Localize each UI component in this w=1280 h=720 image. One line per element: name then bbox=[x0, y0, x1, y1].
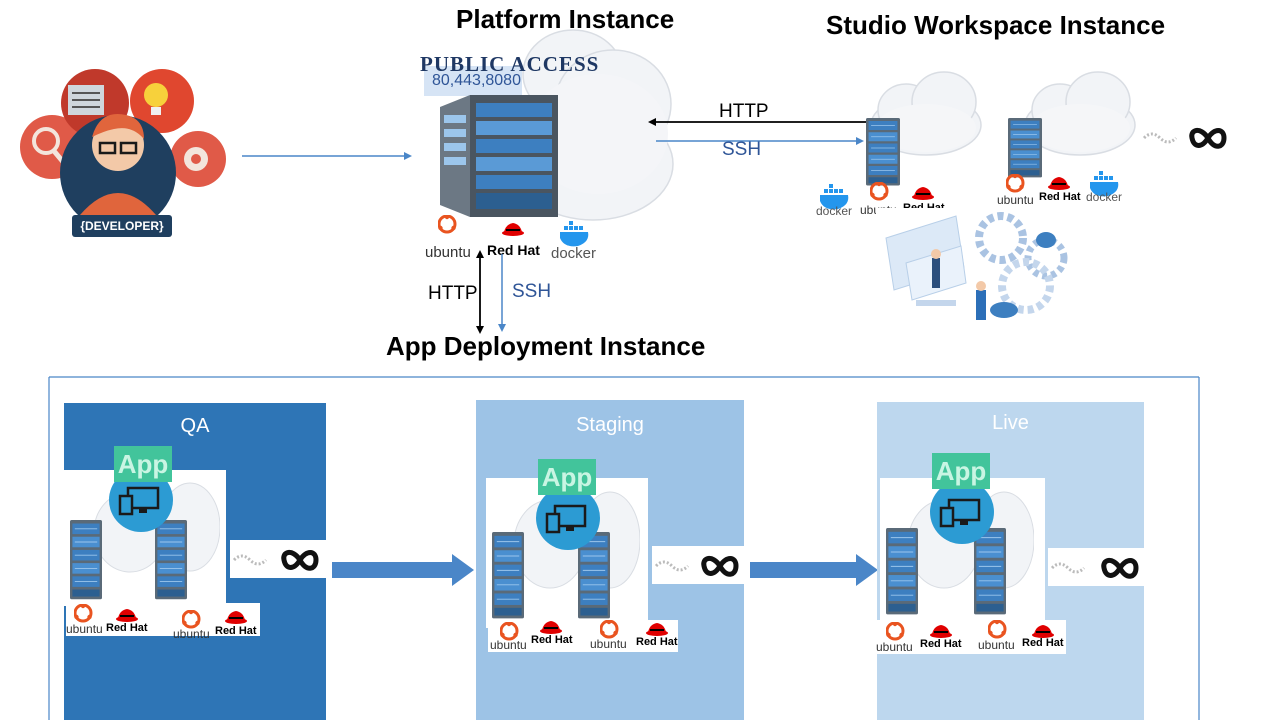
public-access-label: PUBLIC ACCESS bbox=[420, 52, 600, 76]
deployment-connection-arrows bbox=[476, 250, 506, 334]
redhat-logo-icon bbox=[502, 223, 524, 236]
ubuntu-label: ubuntu bbox=[425, 244, 471, 261]
live-devices-icon bbox=[939, 498, 981, 528]
platform-server-icon bbox=[440, 95, 558, 217]
developer-to-platform-arrow bbox=[242, 152, 412, 160]
studio-workspace-title: Studio Workspace Instance bbox=[826, 10, 1166, 40]
qa-app-label: App bbox=[114, 446, 172, 482]
developer-badge: {DEVELOPER} bbox=[72, 215, 172, 237]
live-ubuntu-label-1: ubuntu bbox=[876, 640, 913, 654]
studio-ubuntu-logo-2 bbox=[1006, 174, 1026, 193]
staging-redhat-label-1: Red Hat bbox=[531, 634, 573, 646]
staging-ubuntu-label-2: ubuntu bbox=[590, 637, 627, 651]
studio-redhat-label-2: Red Hat bbox=[1039, 191, 1081, 203]
live-ubuntu-logo-1 bbox=[886, 622, 906, 641]
qa-server-icon-1 bbox=[70, 520, 103, 600]
live-ubuntu-logo-2 bbox=[988, 620, 1008, 639]
qa-devices-icon bbox=[118, 486, 160, 516]
studio-redhat-logo-2 bbox=[1048, 177, 1070, 190]
live-redhat-label-1: Red Hat bbox=[920, 638, 962, 650]
staging-ubuntu-label-1: ubuntu bbox=[490, 638, 527, 652]
ubuntu-logo-icon bbox=[438, 215, 458, 234]
qa-title: QA bbox=[180, 415, 210, 437]
staging-server-icon-1 bbox=[492, 532, 525, 619]
live-infinity-icon bbox=[1050, 551, 1144, 585]
app-deployment-title: App Deployment Instance bbox=[386, 331, 706, 361]
studio-docker-label-1: docker bbox=[816, 204, 853, 218]
studio-docker-label-2: docker bbox=[1086, 190, 1123, 204]
live-redhat-label-2: Red Hat bbox=[1022, 637, 1064, 649]
studio-server-icon-1 bbox=[866, 118, 901, 186]
staging-to-live-arrow bbox=[750, 554, 878, 586]
public-access-ports: 80,443,8080 bbox=[432, 72, 521, 89]
qa-infinity-icon bbox=[232, 543, 324, 577]
deployment-http-label: HTTP bbox=[428, 283, 478, 304]
studio-redhat-logo-1 bbox=[912, 187, 934, 200]
platform-instance-title: Platform Instance bbox=[456, 4, 675, 34]
staging-redhat-label-2: Red Hat bbox=[636, 636, 678, 648]
staging-devices-icon bbox=[545, 504, 587, 534]
qa-redhat-label-1: Red Hat bbox=[106, 622, 148, 634]
qa-ubuntu-label-1: ubuntu bbox=[66, 622, 103, 636]
staging-title: Staging bbox=[576, 414, 644, 436]
qa-redhat-logo-2 bbox=[225, 611, 247, 624]
qa-ubuntu-logo-1 bbox=[74, 604, 94, 623]
live-logos-box bbox=[876, 620, 1066, 654]
studio-ubuntu-logo-1 bbox=[870, 182, 890, 201]
studio-http-label: HTTP bbox=[719, 101, 769, 122]
staging-app-label: App bbox=[538, 459, 596, 495]
studio-ssh-label: SSH bbox=[722, 139, 762, 160]
live-ubuntu-label-2: ubuntu bbox=[978, 638, 1015, 652]
qa-ubuntu-label-2: ubuntu bbox=[173, 627, 210, 641]
live-app-label: App bbox=[932, 453, 990, 489]
developer-illustration: {DEVELOPER} bbox=[10, 65, 230, 245]
qa-server-icon-2 bbox=[155, 520, 188, 600]
studio-ubuntu-label-2: ubuntu bbox=[997, 193, 1034, 207]
live-title: Live bbox=[992, 412, 1029, 434]
qa-infinity-box bbox=[230, 540, 326, 578]
deployment-ssh-label: SSH bbox=[512, 281, 552, 302]
live-server-icon-1 bbox=[886, 528, 919, 615]
studio-infinity-icon bbox=[1142, 120, 1232, 156]
docker-label: docker bbox=[551, 245, 597, 262]
redhat-label: Red Hat bbox=[487, 242, 540, 258]
staging-infinity-icon bbox=[654, 549, 744, 583]
staging-logos-box bbox=[488, 620, 678, 652]
live-infinity-box bbox=[1048, 548, 1144, 586]
automation-illustration-icon bbox=[876, 208, 1086, 336]
public-access-box bbox=[424, 66, 522, 96]
live-server-icon-2 bbox=[974, 528, 1007, 615]
staging-infinity-box bbox=[652, 546, 744, 584]
qa-to-staging-arrow bbox=[332, 554, 474, 586]
developer-icon bbox=[20, 69, 226, 231]
deployment-container-border bbox=[48, 376, 1200, 720]
qa-redhat-label-2: Red Hat bbox=[215, 625, 257, 637]
studio-server-icon-2 bbox=[1008, 118, 1043, 178]
